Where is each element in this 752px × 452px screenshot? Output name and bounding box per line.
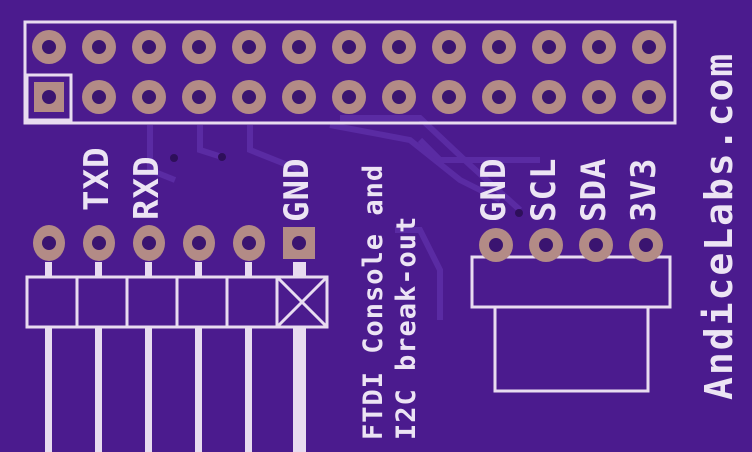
pad-hole: [442, 90, 456, 104]
pad-hole: [642, 40, 656, 54]
pad-hole: [492, 90, 506, 104]
description-line-2: I2C break-out: [391, 215, 422, 440]
pin-label-sda: SDA: [574, 157, 614, 222]
pad-hole: [192, 236, 206, 250]
pad-hole: [292, 236, 306, 250]
trace: [197, 125, 226, 161]
pad-hole: [342, 40, 356, 54]
pad-hole: [589, 238, 603, 252]
pad-hole: [639, 238, 653, 252]
pin-label-scl: SCL: [524, 157, 564, 222]
pin-label-rxd: RXD: [127, 155, 167, 220]
pad-hole: [489, 238, 503, 252]
pad-hole: [392, 90, 406, 104]
pad-hole: [192, 40, 206, 54]
i2c-connector-body: [493, 305, 650, 393]
pad-hole: [192, 90, 206, 104]
copper-traces: [147, 115, 540, 320]
via: [218, 153, 226, 161]
pin-leg: [95, 262, 102, 277]
pad-hole: [242, 40, 256, 54]
pad-hole: [442, 40, 456, 54]
pad-hole: [592, 90, 606, 104]
header-2x13-outline: [23, 20, 677, 125]
pad-hole: [539, 238, 553, 252]
pin-leg: [245, 327, 252, 452]
ftdi-header-dividers: [75, 275, 329, 329]
via: [515, 209, 523, 217]
pad-hole: [142, 236, 156, 250]
pin-leg: [145, 262, 152, 277]
pin-leg: [245, 262, 252, 277]
pad-hole: [542, 90, 556, 104]
pad-hole: [142, 90, 156, 104]
pin-leg: [293, 262, 306, 277]
pad-hole: [642, 90, 656, 104]
pad-hole: [592, 40, 606, 54]
pads: [32, 30, 666, 262]
pad-hole: [242, 236, 256, 250]
pin-label-gnd-left: GND: [277, 157, 317, 222]
pin-leg: [195, 327, 202, 452]
pin-leg: [293, 327, 306, 452]
pad-hole: [92, 236, 106, 250]
pad-hole: [292, 90, 306, 104]
vias: [170, 153, 523, 217]
pad-hole: [42, 40, 56, 54]
pad-hole: [242, 90, 256, 104]
pad-hole: [492, 40, 506, 54]
ftdi-header-legs: [45, 262, 306, 452]
trace: [147, 125, 177, 183]
trace: [395, 227, 443, 320]
pad-hole: [42, 236, 56, 250]
pad-hole: [292, 40, 306, 54]
pad-hole: [42, 90, 56, 104]
trace: [417, 137, 540, 163]
pad-hole: [92, 90, 106, 104]
brand-label: AndiceLabs.com: [697, 51, 741, 400]
trace: [329, 122, 502, 203]
pin-leg: [95, 327, 102, 452]
pin-label-3v3: 3V3: [624, 157, 664, 222]
pin1-marker: [25, 73, 73, 122]
pin-leg: [145, 327, 152, 452]
pin-label-gnd-right: GND: [474, 157, 514, 222]
pad-hole: [542, 40, 556, 54]
pad-hole: [392, 40, 406, 54]
description-line-1: FTDI Console and: [358, 163, 389, 440]
i2c-connector-outline: [470, 255, 672, 309]
via: [170, 154, 178, 162]
pin-leg: [45, 262, 52, 277]
pin-label-txd: TXD: [77, 146, 117, 211]
pad-hole: [342, 90, 356, 104]
pad-hole: [142, 40, 156, 54]
pin-leg: [195, 262, 202, 277]
trace: [340, 115, 523, 213]
pad-hole: [92, 40, 106, 54]
trace: [247, 125, 302, 173]
pin-leg: [45, 327, 52, 452]
